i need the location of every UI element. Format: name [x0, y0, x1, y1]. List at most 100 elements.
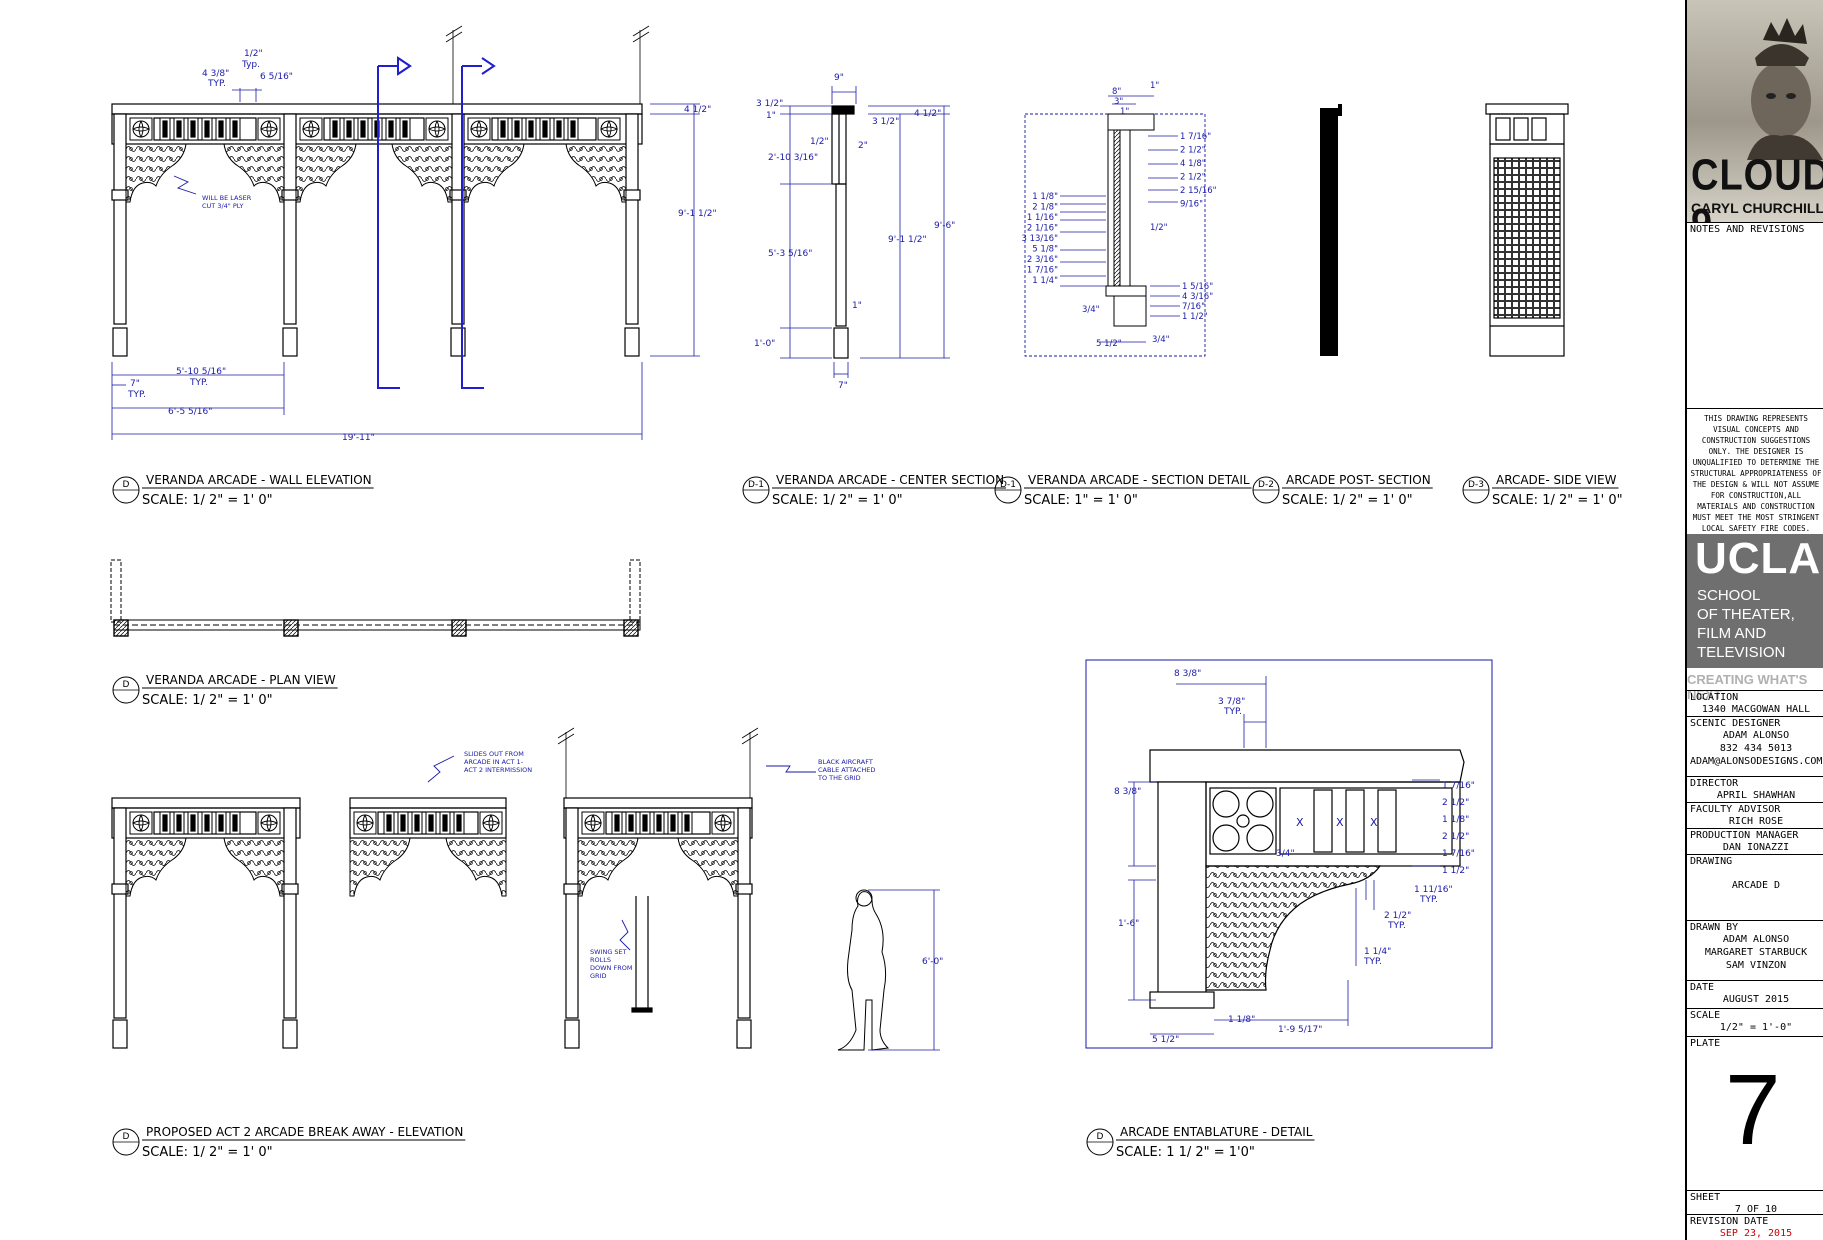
advisor-label: FACULTY ADVISOR: [1690, 804, 1781, 815]
drawing-tag: D-1: [748, 480, 764, 490]
dim-label: 5 1/2": [1096, 339, 1122, 349]
dim-label: 1 11/16": [1414, 885, 1453, 895]
pm-value: DAN IONAZZI: [1722, 842, 1790, 853]
dim-label: 1": [852, 301, 862, 311]
dim-label: 3": [1114, 97, 1123, 107]
advisor-value: RICH ROSE: [1728, 816, 1784, 827]
dim-label: 2 1/8": [1032, 203, 1058, 213]
show-title: CLOUD 9: [1691, 151, 1823, 222]
dim-label: 6'-5 5/16": [168, 407, 212, 417]
dim-label: 9/16": [1180, 200, 1203, 210]
designer-value: ADAM ALONSO 832 434 5013 ADAM@ALONSODESI…: [1690, 730, 1823, 767]
svg-text:X: X: [1296, 816, 1304, 829]
dim-label: 1 1/8": [1442, 815, 1469, 825]
plate-label: PLATE: [1690, 1038, 1721, 1049]
plan-view: [110, 559, 641, 637]
dim-label: 5'-3 5/16": [768, 249, 812, 259]
dim-label: 7/16": [1182, 302, 1205, 312]
drawing-scale-text: SCALE: 1/ 2" = 1' 0": [142, 493, 273, 508]
dim-label: 1'-0": [754, 339, 775, 349]
school-logo-block: UCLA SCHOOL OF THEATER, FILM AND TELEVIS…: [1687, 534, 1823, 668]
entablature-right-dims: 1 7/16"2 1/2"1 1/8"2 1/2"1 7/16"1 1/2": [1442, 781, 1475, 876]
drawing-title-text: VERANDA ARCADE - CENTER SECTION: [776, 473, 1004, 487]
drawing-title-text: ARCADE- SIDE VIEW: [1496, 473, 1617, 487]
dim-label: 1 1/4": [1032, 276, 1058, 286]
dim-label: 2 1/2": [1180, 173, 1206, 183]
side-view: [1485, 103, 1569, 357]
dim-label: 3/4": [1082, 305, 1100, 315]
dim-label: 3 7/8": [1218, 697, 1245, 707]
school-name: SCHOOL OF THEATER, FILM AND TELEVISION: [1697, 587, 1795, 661]
dim-label: 6'-0": [922, 957, 943, 967]
dim-label: 8 3/8": [1174, 669, 1201, 679]
drawing-tag: D-2: [1258, 480, 1274, 490]
detail-right2-dims: 1 5/16"4 3/16"7/16"1 1/2": [1182, 282, 1213, 322]
plate-number: 7: [1725, 1054, 1781, 1166]
detail-dimensions: [1060, 95, 1180, 343]
dim-label: 5'-10 5/16": [176, 367, 226, 377]
dim-label: TYP.: [1387, 921, 1406, 931]
dim-label: 2 1/2": [1180, 146, 1206, 156]
sheet-label: SHEET: [1690, 1192, 1721, 1203]
dim-label: 9'-1 1/2": [888, 235, 927, 245]
dim-label: TYP.: [1363, 957, 1382, 967]
drawing-scale-text: SCALE: 1/ 2" = 1' 0": [1282, 493, 1413, 508]
dim-label: 7": [838, 381, 848, 391]
dim-label: 5 1/2": [1152, 1035, 1179, 1045]
dim-label: 1/2": [244, 49, 263, 59]
dim-label: 6 5/16": [260, 72, 293, 82]
dim-label: 8 3/8": [1114, 787, 1141, 797]
dim-label: 2'-10 3/16": [768, 153, 818, 163]
dim-label: 2 1/2": [1442, 798, 1469, 808]
drawing-scale-text: SCALE: 1 1/ 2" = 1'0": [1116, 1145, 1255, 1160]
drawing-value: ARCADE D: [1731, 880, 1781, 891]
svg-text:X: X: [1336, 816, 1344, 829]
dim-label: 1 1/2": [1442, 866, 1469, 876]
dim-label: 3/4": [1276, 849, 1295, 859]
drawing-tag: D-1: [1000, 480, 1016, 490]
center-section: [831, 105, 855, 359]
dim-label: 1/2": [1150, 223, 1168, 233]
drawing-tag: D: [123, 680, 130, 690]
cable-lines: [445, 25, 650, 104]
post-section: [1320, 104, 1342, 356]
dim-label: 3/4": [1152, 335, 1170, 345]
drawing-title-text: ARCADE ENTABLATURE - DETAIL: [1120, 1125, 1313, 1139]
notes-revisions-label: NOTES AND REVISIONS: [1690, 224, 1805, 235]
dim-label: 1": [1150, 81, 1159, 91]
dim-label: 2 1/2": [1442, 832, 1469, 842]
drawing-scale-text: SCALE: 1/ 2" = 1' 0": [142, 1145, 273, 1160]
title-block: CLOUD 9 CARYL CHURCHILL NOTES AND REVISI…: [1685, 0, 1823, 1240]
drawing-tag: D-3: [1468, 480, 1484, 490]
breakaway-elevation: [111, 797, 753, 1049]
dim-label: 4 1/2": [684, 105, 711, 115]
drawing-tag: D: [1097, 1132, 1104, 1142]
laser-note-leader: [173, 175, 197, 195]
date-label: DATE: [1690, 982, 1715, 993]
dim-label: 3 1/2": [872, 117, 899, 127]
section-cut-lines: [377, 56, 496, 389]
dim-label: TYP.: [189, 378, 208, 388]
dim-label: 1/2": [810, 137, 829, 147]
disclaimer-text: THIS DRAWING REPRESENTS VISUAL CONCEPTS …: [1690, 414, 1822, 533]
dim-label: 5 1/8": [1032, 245, 1058, 255]
dim-label: 9'-1 1/2": [678, 209, 717, 219]
drawing-label: DRAWING: [1690, 856, 1733, 867]
dim-label: 8": [1112, 87, 1121, 97]
svg-text:X: X: [1370, 816, 1378, 829]
human-scale-figure: [837, 889, 890, 1051]
pm-label: PRODUCTION MANAGER: [1690, 830, 1799, 841]
dim-label: 1 7/16": [1442, 849, 1475, 859]
dim-label: Typ.: [241, 60, 260, 70]
